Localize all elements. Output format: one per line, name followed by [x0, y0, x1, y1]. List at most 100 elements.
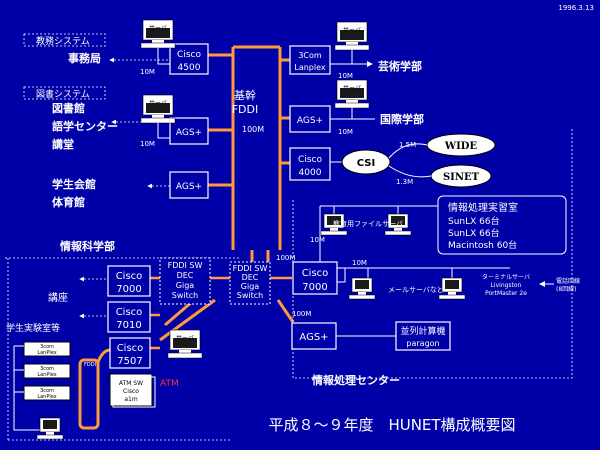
speed-100m-center: 100M: [276, 254, 295, 262]
fddisw-center-l3: Giga: [241, 282, 260, 291]
terminal-server-label3: PortMaster 2e: [485, 290, 527, 297]
csi-cloud: [341, 149, 391, 175]
wide-label: WIDE: [444, 141, 478, 152]
gogaku-center-label: 語学センター: [52, 119, 118, 133]
ags-router-1: [169, 117, 209, 145]
student-lab-fddi-ring: [78, 358, 100, 430]
fddi-small-label: FDDI: [84, 362, 96, 368]
lanplex-2-l1: 3com: [40, 366, 54, 372]
backbone-fddi-label: FDDI: [232, 103, 259, 116]
fddisw-center-l2: DEC: [242, 273, 259, 282]
speed-1-5m: 1.5M: [399, 141, 416, 149]
phone-line-label: 電話回線: [556, 277, 580, 285]
terminal-server-icon: [438, 277, 466, 300]
server-label-4: サーバ: [343, 85, 361, 92]
geijutsu-label: 芸術学部: [378, 59, 422, 73]
lanplex-2-l2: LanPlex: [37, 372, 56, 378]
cisco-4000-line1: Cisco: [298, 155, 322, 165]
joho-faculty-label: 情報科学部: [60, 239, 115, 253]
lab-info-line1: SunLX 66台: [448, 215, 500, 227]
paragon-label: paragon: [406, 339, 439, 348]
lab-pc-icon: [36, 417, 64, 440]
cisco-4000-line2: 4000: [299, 168, 322, 178]
terminal-server-label2: Livingston: [491, 282, 522, 289]
mail-server-label: メールサーバなど: [388, 286, 444, 294]
3com-line2: Lanplex: [294, 63, 326, 72]
cisco-7000-center-line2: 7000: [302, 282, 327, 293]
speed-10m-center2: 10M: [352, 259, 367, 267]
atm-sw-l3: a1m: [124, 396, 137, 403]
atm-sw-l1: ATM SW: [119, 380, 143, 387]
fddisw-joho-l1: FDDI SW: [168, 261, 203, 270]
fddi-switch-joho: [159, 257, 211, 305]
lab-info-line3: Macintosh 60台: [448, 239, 517, 251]
ags-2-label: AGS+: [176, 182, 202, 192]
cisco-7000-joho-l2: 7000: [116, 284, 141, 295]
speed-backbone: 100M: [242, 125, 264, 134]
cisco-7507-l2: 7507: [117, 356, 142, 367]
cisco-4500-line2: 4500: [178, 63, 201, 73]
lanplex-1-l1: 3com: [40, 344, 54, 350]
lanplex-3-l1: 3com: [40, 388, 54, 394]
diagram-title: 平成８～９年度 HUNET構成概要図: [268, 416, 515, 434]
paragon-parallel-computer: [395, 321, 451, 351]
ags-1-label: AGS+: [176, 128, 202, 138]
gakusei-lab-label: 学生実験室等: [6, 322, 60, 334]
lanplex-2: [23, 363, 71, 379]
lanplex-1-l2: LanPlex: [37, 350, 56, 356]
terminal-server-label: ターミナルサーバ: [482, 273, 530, 281]
fddisw-joho-l4: Switch: [172, 291, 198, 300]
cisco-7010-router: [107, 301, 151, 333]
phone-line-count: (8回線): [556, 285, 577, 293]
3com-line1: 3Com: [298, 51, 322, 60]
atm-label: ATM: [160, 379, 179, 389]
atm-sw-l2: Cisco: [123, 388, 139, 395]
cisco-4500-router: [169, 43, 209, 75]
server-label-3: サーバ: [343, 27, 361, 34]
ags-router-2: [169, 171, 209, 199]
lanplex-3: [23, 385, 71, 401]
cisco-7000-center-router: [292, 261, 338, 295]
cisco-4500-line1: Cisco: [177, 50, 201, 60]
edu-file-server-label: 教育用ファイルサーバ: [333, 219, 403, 228]
taiikukan-label: 体育館: [52, 195, 85, 209]
server-label-5: サーバ: [176, 335, 194, 342]
joho-center-label: 情報処理センター: [312, 373, 400, 387]
atm-switch: [109, 373, 153, 407]
cisco-7010-l2: 7010: [116, 320, 141, 331]
backbone-label: 基幹: [234, 88, 256, 102]
cisco-7000-center-line1: Cisco: [302, 268, 329, 279]
fddi-backbone: [78, 45, 295, 430]
kodo-label: 講堂: [52, 137, 74, 151]
kokusai-label: 国際学部: [380, 112, 424, 126]
fddisw-joho-l3: Giga: [176, 281, 195, 290]
speed-10m-1: 10M: [140, 68, 155, 76]
fddi-switch-center: [229, 261, 271, 305]
server-label-2: サーバ: [149, 100, 167, 107]
cisco-4000-router: [289, 147, 331, 181]
fddisw-joho-l2: DEC: [177, 271, 194, 280]
kyomu-system-label: 教務システム: [36, 35, 90, 47]
lab-info-title: 情報処理実習室: [448, 201, 518, 214]
date-label: 1996.3.13: [558, 4, 594, 12]
parallel-label: 並列計算機: [400, 325, 445, 337]
ags-router-3: [289, 105, 331, 133]
speed-10m-3: 10M: [338, 72, 353, 80]
speed-10m-2: 10M: [140, 140, 155, 148]
lanplex-1: [23, 341, 71, 357]
server-label-1: サーバ: [149, 25, 167, 32]
toshokan-label: 図書館: [52, 101, 85, 115]
lab-info-line2: SunLX 66台: [448, 227, 500, 239]
jimukyoku-label: 事務局: [68, 51, 101, 65]
speed-100m-ags: 100M: [292, 310, 311, 318]
csi-label: CSI: [357, 158, 375, 169]
sinet-label: SINET: [443, 172, 480, 183]
lanplex-3-l2: LanPlex: [37, 394, 56, 400]
speed-1-3m: 1.3M: [396, 178, 413, 186]
gakusei-kaikan-label: 学生会館: [52, 177, 96, 191]
cisco-7010-l1: Cisco: [116, 307, 143, 318]
cisco-7000-joho-l1: Cisco: [116, 271, 143, 282]
lab-info-box: [437, 195, 567, 255]
mail-server-icon: [348, 277, 376, 300]
